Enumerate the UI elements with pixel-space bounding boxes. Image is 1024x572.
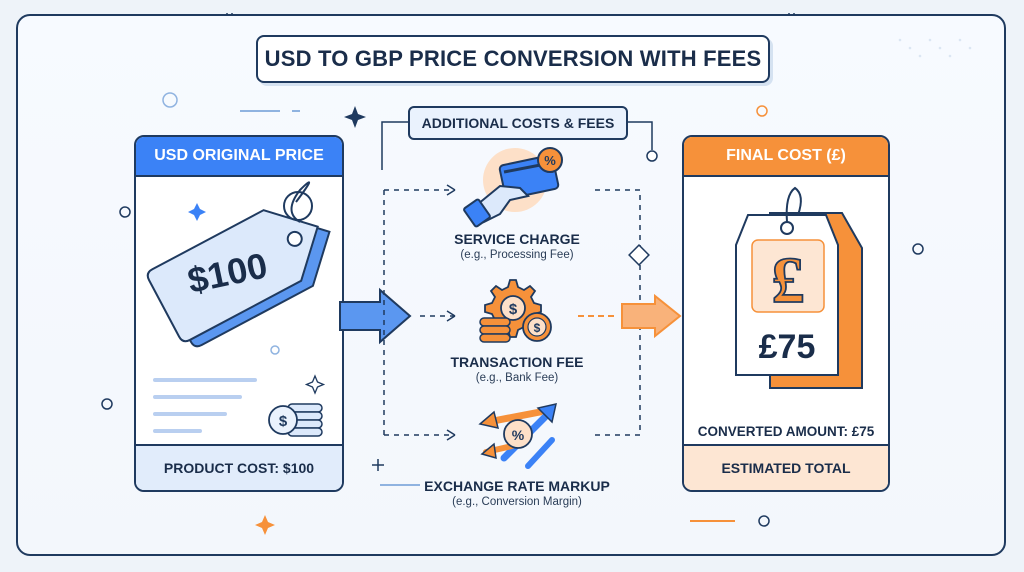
usd-price-tag-icon [146, 181, 331, 348]
gbp-price-text: £75 [759, 328, 816, 366]
fees-to-final-arrow [621, 293, 682, 339]
fee-subtitle-service-charge: (e.g., Processing Fee) [460, 249, 574, 261]
fee-subtitle-exchange-markup: (e.g., Conversion Margin) [452, 496, 582, 508]
fee-title-service-charge: SERVICE CHARGE [454, 231, 580, 247]
exchange-arrows-icon: % [478, 403, 557, 469]
fee-title-exchange-markup: EXCHANGE RATE MARKUP [424, 478, 610, 494]
coin-stack-icon: $ [268, 403, 323, 437]
usd-card-header: USD ORIGINAL PRICE [136, 137, 342, 177]
page-title: USD TO GBP PRICE CONVERSION WITH FEES [264, 46, 762, 71]
fee-title-transaction-fee: TRANSACTION FEE [450, 354, 584, 370]
svg-text:$: $ [509, 301, 518, 318]
svg-text:%: % [544, 153, 556, 168]
converted-amount: CONVERTED AMOUNT: £75 [697, 424, 875, 439]
gbp-price-tag-icon [735, 186, 863, 389]
pound-symbol-icon: £ [772, 244, 805, 317]
title-banner: USD TO GBP PRICE CONVERSION WITH FEES [256, 35, 770, 83]
usd-card-footer: PRODUCT COST: $100 [136, 444, 342, 490]
credit-card-icon: % [463, 147, 563, 228]
coins-gear-icon: $ $ [479, 279, 552, 343]
svg-text:$: $ [534, 321, 541, 335]
gbp-card-footer: ESTIMATED TOTAL [684, 444, 888, 490]
svg-text:%: % [512, 427, 525, 443]
gbp-card-header: FINAL COST (£) [684, 137, 888, 177]
svg-text:$: $ [279, 413, 288, 430]
fee-subtitle-transaction-fee: (e.g., Bank Fee) [475, 372, 559, 384]
usd-to-fees-arrow [339, 287, 412, 345]
additional-fees-label: ADDITIONAL COSTS & FEES [408, 106, 628, 140]
